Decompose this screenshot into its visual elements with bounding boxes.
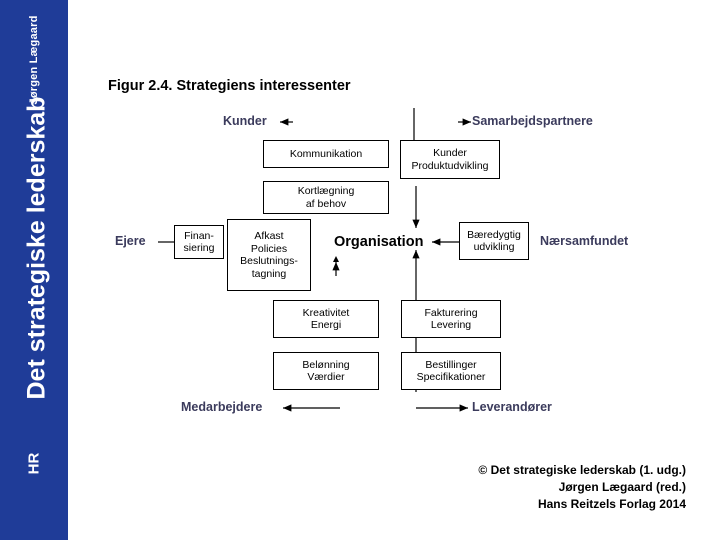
stakeholder-label-leverandorer: Leverandører <box>472 400 552 414</box>
box-baeredygtig-line-1: Bæredygtig <box>467 228 521 241</box>
box-afkast-line-1: Afkast <box>254 230 284 242</box>
box-afkast-line-2: Policies <box>250 242 288 255</box>
stakeholder-label-kunder: Kunder <box>223 114 267 128</box>
box-afkast-policies-beslutningstagning: Afkast Policies Beslutnings- tagning <box>227 219 311 291</box>
box-kortlaegning-line-2: af behov <box>305 197 347 210</box>
box-finansiering: Finan- siering <box>174 225 224 259</box>
copyright-line-1: © Det strategiske lederskab (1. udg.) <box>478 463 686 477</box>
box-finansiering-line-2: siering <box>183 242 215 254</box>
copyright-line-2: Jørgen Lægaard (red.) <box>558 480 686 494</box>
box-kortlaegning-line-1: Kortlægning <box>297 185 355 197</box>
box-fakturering-line-2: Levering <box>430 319 472 331</box>
box-kunder-produktudvikling: Kunder Produktudvikling <box>400 140 500 179</box>
copyright-block: © Det strategiske lederskab (1. udg.) Jø… <box>478 462 686 513</box>
box-kreativitet-line-2: Energi <box>310 319 342 331</box>
box-belonning-line-2: Værdier <box>307 371 345 383</box>
box-bestillinger-line-2: Specifikationer <box>416 371 486 383</box>
box-fakturering-levering: Fakturering Levering <box>401 300 501 338</box>
box-baeredygtig-udvikling: Bæredygtig udvikling <box>459 222 529 260</box>
box-kreativitet-line-1: Kreativitet <box>302 306 350 319</box>
stakeholder-diagram: Kunder Samarbejdspartnere Ejere Nærsamfu… <box>68 0 720 540</box>
stakeholder-label-naersamfundet: Nærsamfundet <box>540 234 629 248</box>
box-kreativitet-energi: Kreativitet Energi <box>273 300 379 338</box>
box-kommunikation-line-1: Kommunikation <box>289 147 363 160</box>
stakeholder-label-samarbejdspartnere: Samarbejdspartnere <box>472 114 593 128</box>
box-belonning-vaerdier: Belønning Værdier <box>273 352 379 390</box>
box-kommunikation: Kommunikation <box>263 140 389 168</box>
box-bestillinger-specifikationer: Bestillinger Specifikationer <box>401 352 501 390</box>
box-baeredygtig-line-2: udvikling <box>473 241 515 253</box>
box-afkast-line-4: tagning <box>251 267 287 280</box>
stakeholder-label-medarbejdere: Medarbejdere <box>181 400 263 414</box>
box-belonning-line-1: Belønning <box>302 358 350 371</box>
diagram-connectors <box>158 108 471 412</box>
sidebar-publisher-logo: HR <box>25 452 43 475</box>
box-afkast-line-3: Beslutnings- <box>240 255 298 267</box>
sidebar-book-title: Det strategiske lederskab <box>22 96 51 400</box>
box-fakturering-line-1: Fakturering <box>424 306 478 319</box>
stakeholder-label-ejere: Ejere <box>115 234 146 248</box>
figure-title: Figur 2.4. Strategiens interessenter <box>108 78 351 94</box>
box-bestillinger-line-1: Bestillinger <box>425 358 477 371</box>
copyright-line-3: Hans Reitzels Forlag 2014 <box>537 497 686 511</box>
box-kunder-prod-line-2: Produktudvikling <box>411 159 489 172</box>
book-spine-sidebar: Jørgen Lægaard Det strategiske lederskab… <box>0 0 68 540</box>
box-kunder-prod-line-1: Kunder <box>433 147 467 159</box>
box-kortlaegning-af-behov: Kortlægning af behov <box>263 181 389 214</box>
center-label-organisation: Organisation <box>334 234 424 250</box>
box-finansiering-line-1: Finan- <box>184 229 214 242</box>
